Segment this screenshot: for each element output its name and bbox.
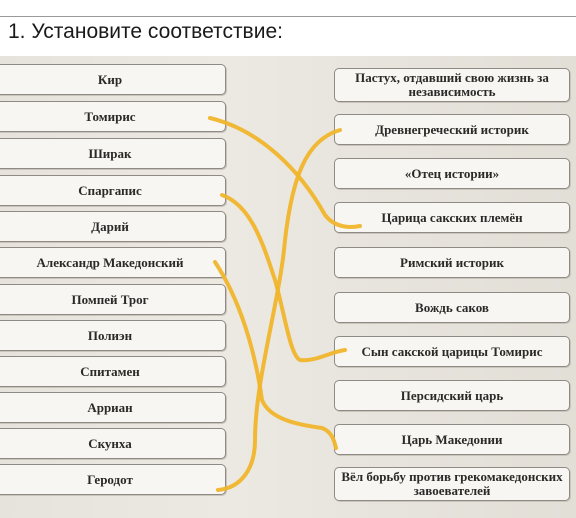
question-header: 1. Установите соответствие:: [0, 0, 576, 54]
right-item-saka-queen: Царица сакских племён: [334, 202, 570, 233]
left-item-alexander: Александр Македонский: [0, 247, 226, 278]
left-item-spitamenes: Спитамен: [0, 356, 226, 387]
right-item-saka-leader: Вождь саков: [334, 292, 570, 323]
left-item-kir: Кир: [0, 64, 226, 95]
left-item-tomiris: Томирис: [0, 101, 226, 132]
left-item-herodotus: Геродот: [0, 464, 226, 495]
right-item-father-of-history: «Отец истории»: [334, 158, 570, 189]
left-item-arrian: Арриан: [0, 392, 226, 423]
left-item-pompey-trogus: Помпей Трог: [0, 284, 226, 315]
right-item-macedonian-king: Царь Македонии: [334, 424, 570, 455]
task-title: 1. Установите соответствие:: [8, 20, 283, 43]
header-divider: [0, 16, 576, 17]
right-item-persian-king: Персидский царь: [334, 380, 570, 411]
right-item-shepherd: Пастух, отдавший свою жизнь за независим…: [334, 68, 570, 102]
left-item-skunkha: Скунха: [0, 428, 226, 459]
left-item-darius: Дарий: [0, 211, 226, 242]
right-item-son-of-tomiris: Сын сакской царицы Томирис: [334, 336, 570, 367]
right-item-roman-historian: Римский историк: [334, 247, 570, 278]
left-item-polyaenus: Полиэн: [0, 320, 226, 351]
right-item-fought-greco-macedonians: Вёл борьбу против грекомакедонских завое…: [334, 467, 570, 501]
left-item-spargapis: Спаргапис: [0, 175, 226, 206]
right-item-greek-historian: Древнегреческий историк: [334, 114, 570, 145]
left-item-shirak: Ширак: [0, 138, 226, 169]
